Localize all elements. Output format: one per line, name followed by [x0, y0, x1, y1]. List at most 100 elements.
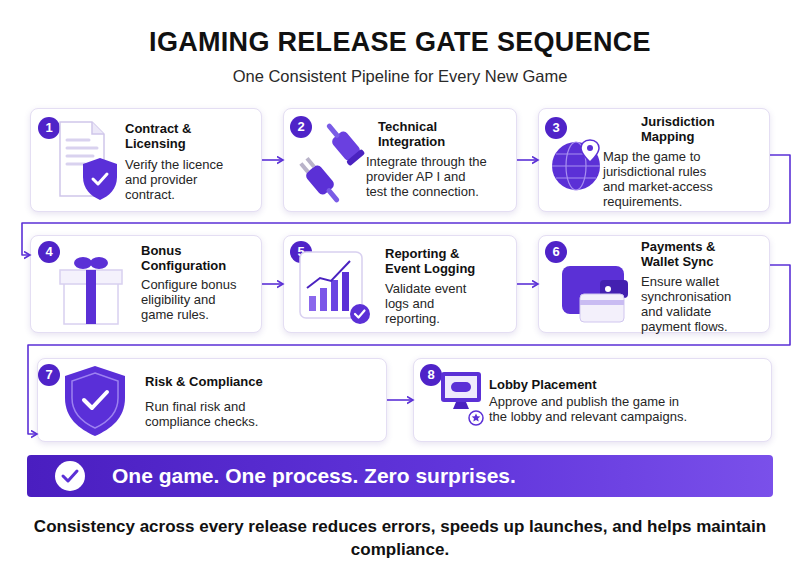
flow-arrow — [262, 283, 283, 285]
step-description: Validate event logs and reporting. — [385, 281, 485, 326]
document-fold — [92, 122, 104, 134]
map-pin-dot — [587, 145, 593, 151]
chart-panel — [300, 252, 362, 318]
wallet-flap — [600, 280, 628, 298]
step-number: 4 — [38, 241, 60, 263]
monitor-frame — [441, 372, 481, 402]
shield-rim — [72, 373, 118, 428]
wallet-clasp — [605, 286, 611, 292]
check-mark — [355, 311, 365, 318]
chart-bar — [320, 288, 327, 311]
step-description: Verify the licence and provider contract… — [125, 157, 243, 202]
globe-icon — [552, 140, 600, 190]
step-description: Approve and publish the game in the lobb… — [489, 394, 694, 424]
step-number: 3 — [545, 117, 567, 139]
subtitle-text: One Consistent Pipeline for Every New Ga… — [0, 66, 800, 86]
shield-icon — [65, 366, 125, 436]
plug-right — [322, 120, 366, 167]
step-title: Lobby Placement — [489, 377, 739, 392]
check-badge — [350, 304, 370, 324]
step-number: 1 — [38, 117, 60, 139]
socket-rim — [346, 149, 365, 166]
band-check-icon — [55, 461, 85, 491]
step-title: Technical Integration — [378, 119, 498, 149]
caption-text: Consistency across every release reduces… — [25, 515, 775, 561]
step-description: Configure bonus eligibility and game rul… — [141, 277, 246, 322]
socket-body — [330, 129, 362, 162]
step-description: Run final risk and compliance checks. — [145, 399, 285, 429]
step-card: 3 Jurisdiction MappingMap the game to jur… — [538, 108, 770, 212]
monitor-icon — [441, 372, 483, 425]
star-badge — [469, 411, 483, 425]
plug-prong — [299, 162, 309, 173]
chart-bar — [309, 296, 316, 311]
wallet-icon — [562, 266, 628, 322]
wallet-body — [562, 266, 624, 314]
flow-arrow — [517, 159, 538, 161]
payment-card — [580, 294, 624, 322]
step-number: 5 — [290, 241, 312, 263]
step-title: Reporting & Event Logging — [385, 246, 485, 276]
check-mark — [93, 174, 107, 184]
chart-icon — [300, 252, 370, 324]
globe-meridian — [566, 142, 586, 190]
gift-lid — [60, 270, 122, 284]
step-title: Risk & Compliance — [145, 374, 345, 389]
chart-trend — [307, 261, 350, 288]
gamepad — [451, 382, 471, 392]
flow-arrow — [28, 265, 790, 434]
gift-bow — [90, 257, 108, 269]
flow-arrow — [517, 283, 538, 285]
gift-box — [64, 282, 118, 324]
gift-bow — [74, 257, 92, 269]
plug-cable — [329, 191, 337, 200]
flow-arrow — [22, 155, 790, 255]
step-number: 2 — [290, 116, 312, 138]
slogan-band: One game. One process. Zero surprises. — [27, 455, 773, 497]
check-circle — [55, 461, 85, 491]
step-card: 6 Payments & Wallet SyncEnsure wallet syn… — [538, 235, 770, 333]
slogan-text: One game. One process. Zero surprises. — [112, 463, 516, 489]
chart-bar — [342, 272, 349, 311]
contract-icon — [60, 122, 117, 200]
check-mark — [63, 471, 77, 481]
document-lines — [67, 140, 97, 164]
step-title: Jurisdiction Mapping — [641, 114, 761, 144]
step-card: 4 Bonus ConfigurationConfigure bonus elig… — [30, 235, 262, 333]
plug-icon — [297, 120, 365, 206]
step-description: Map the game to jurisdictional rules and… — [603, 149, 723, 209]
step-number: 6 — [545, 241, 567, 263]
globe-parallels — [552, 154, 600, 178]
gift-icon — [60, 257, 122, 324]
monitor-screen — [445, 376, 477, 398]
socket-cable — [329, 126, 337, 135]
document-shape — [60, 122, 104, 196]
step-title: Contract & Licensing — [125, 121, 245, 151]
card-stripe — [580, 300, 624, 305]
chart-bar — [331, 280, 338, 311]
shield-shape — [83, 158, 117, 200]
shield-shape — [65, 366, 125, 436]
plug-left — [297, 155, 344, 206]
star-shape — [472, 414, 481, 422]
check-mark — [84, 392, 107, 408]
step-description: Integrate through the provider AP I and … — [366, 154, 489, 199]
step-description: Ensure wallet synchronisation and valida… — [641, 274, 751, 334]
step-number: 8 — [420, 364, 442, 386]
plug-prong — [305, 157, 315, 168]
step-number: 7 — [38, 364, 60, 386]
monitor-stand — [453, 402, 469, 409]
step-title: Payments & Wallet Sync — [641, 239, 741, 269]
step-card: 8Lobby PlacementApprove and publish the … — [413, 358, 772, 442]
flow-arrow — [262, 159, 283, 161]
flow-arrow — [387, 399, 413, 401]
step-card: 2 Technical IntegrationIntegrate through … — [283, 108, 517, 212]
step-card: 7 Risk & ComplianceRun final risk and com… — [37, 358, 387, 442]
globe-shape — [552, 142, 600, 190]
gift-ribbon — [86, 270, 96, 324]
plug-body — [304, 163, 336, 196]
step-title: Bonus Configuration — [141, 243, 256, 273]
map-pin — [581, 140, 599, 162]
